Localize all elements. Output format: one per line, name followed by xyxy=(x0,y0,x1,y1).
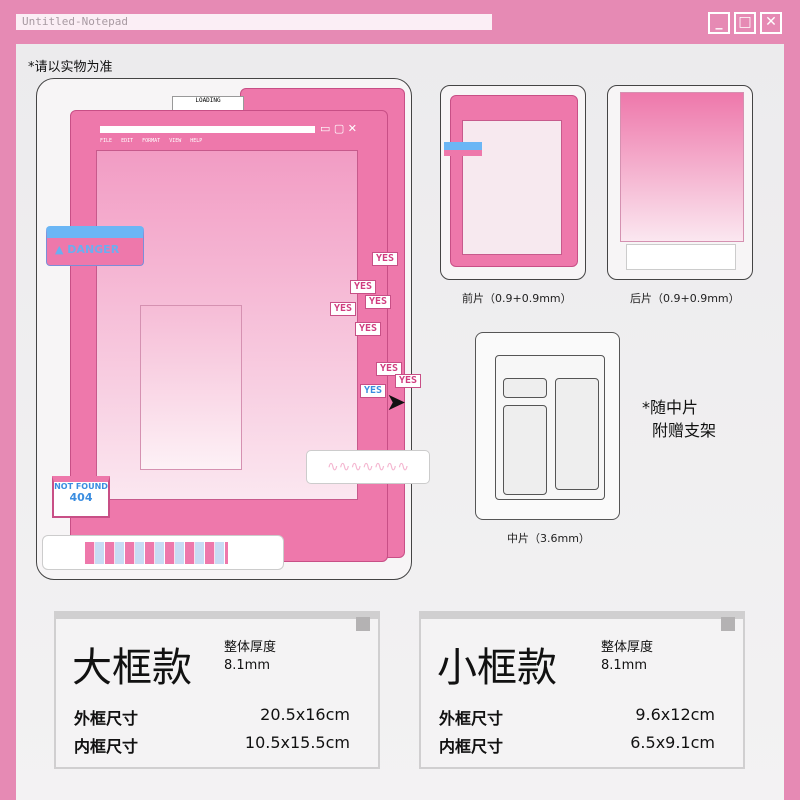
yes-tag: YES xyxy=(365,295,392,309)
panel-corner-square xyxy=(721,617,735,631)
yes-tag: YES xyxy=(372,252,399,266)
close-button[interactable]: ✕ xyxy=(760,12,782,34)
back-piece-label: 后片（0.9+0.9mm） xyxy=(630,292,740,305)
small-frame-title: 小框款 xyxy=(437,645,557,691)
waveform-icon: ∿∿∿∿∿∿∿ xyxy=(306,450,430,484)
color-palette xyxy=(42,535,284,570)
maximize-button[interactable]: □ xyxy=(734,12,756,34)
front-piece-label: 前片（0.9+0.9mm） xyxy=(462,292,572,305)
art-menu: FILE EDIT FORMAT VIEW HELP xyxy=(100,138,203,144)
yes-tag-selected: YES xyxy=(360,384,387,398)
window-title: Untitled-Notepad xyxy=(16,14,492,30)
art-window-buttons: ▭ ▢ ✕ xyxy=(320,122,357,135)
danger-sticker: ▲ DANGER xyxy=(46,226,144,266)
cursor-icon: ➤ xyxy=(386,388,407,416)
yes-tag: YES xyxy=(350,280,377,294)
large-frame-title: 大框款 xyxy=(72,645,192,691)
minimize-button[interactable]: _ xyxy=(708,12,730,34)
disclaimer-note: *请以实物为准 xyxy=(28,60,113,75)
yes-tag: YES xyxy=(376,362,403,376)
yes-tag: YES xyxy=(330,302,357,316)
panel-corner-square xyxy=(356,617,370,631)
yes-tag: YES xyxy=(355,322,382,336)
stand-note: *随中片 附赠支架 xyxy=(642,398,717,440)
middle-piece-label: 中片（3.6mm） xyxy=(507,532,590,545)
yes-tag: YES xyxy=(395,374,422,388)
